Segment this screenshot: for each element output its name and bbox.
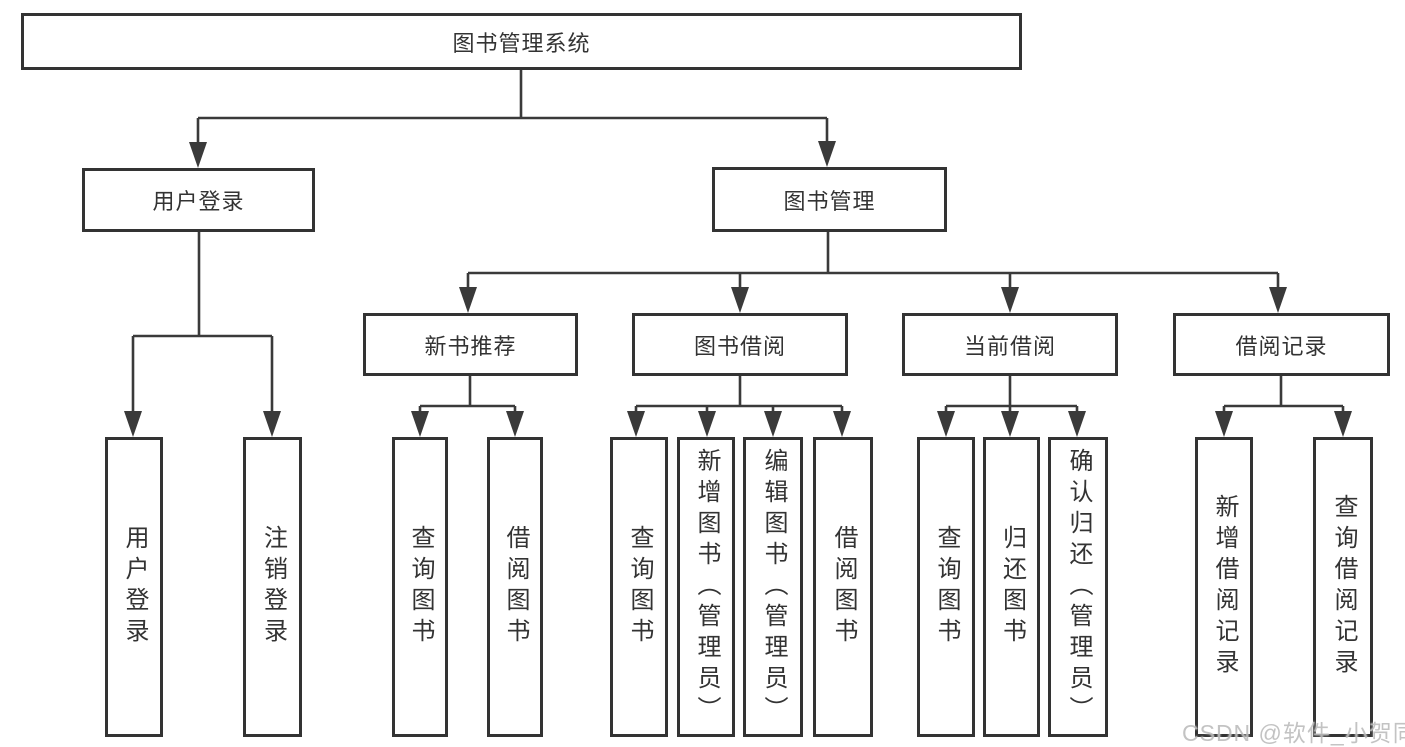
leaf-query-book-3: 查询图书 xyxy=(917,437,975,737)
leaf-return-book: 归还图书 xyxy=(983,437,1040,737)
node-new-book-recommend: 新书推荐 xyxy=(363,313,578,376)
node-root-system: 图书管理系统 xyxy=(21,13,1022,70)
leaf-query-borrow-record: 查询借阅记录 xyxy=(1313,437,1373,737)
leaf-query-book-2: 查询图书 xyxy=(610,437,668,737)
leaf-add-book-admin: 新增图书（管理员） xyxy=(677,437,735,737)
leaf-borrow-book-1: 借阅图书 xyxy=(487,437,543,737)
leaf-add-borrow-record: 新增借阅记录 xyxy=(1195,437,1253,737)
node-user-login: 用户登录 xyxy=(82,168,315,232)
node-current-borrow: 当前借阅 xyxy=(902,313,1118,376)
leaf-query-book-1: 查询图书 xyxy=(392,437,448,737)
node-book-management: 图书管理 xyxy=(712,167,947,232)
csdn-watermark: CSDN @软件_小贺同学 xyxy=(1182,720,1405,746)
leaf-confirm-return-admin: 确认归还（管理员） xyxy=(1048,437,1108,737)
node-book-borrow: 图书借阅 xyxy=(632,313,848,376)
leaf-user-login: 用户登录 xyxy=(105,437,163,737)
leaf-logout: 注销登录 xyxy=(243,437,302,737)
node-borrow-record: 借阅记录 xyxy=(1173,313,1390,376)
leaf-edit-book-admin: 编辑图书（管理员） xyxy=(743,437,803,737)
leaf-borrow-book-2: 借阅图书 xyxy=(813,437,873,737)
